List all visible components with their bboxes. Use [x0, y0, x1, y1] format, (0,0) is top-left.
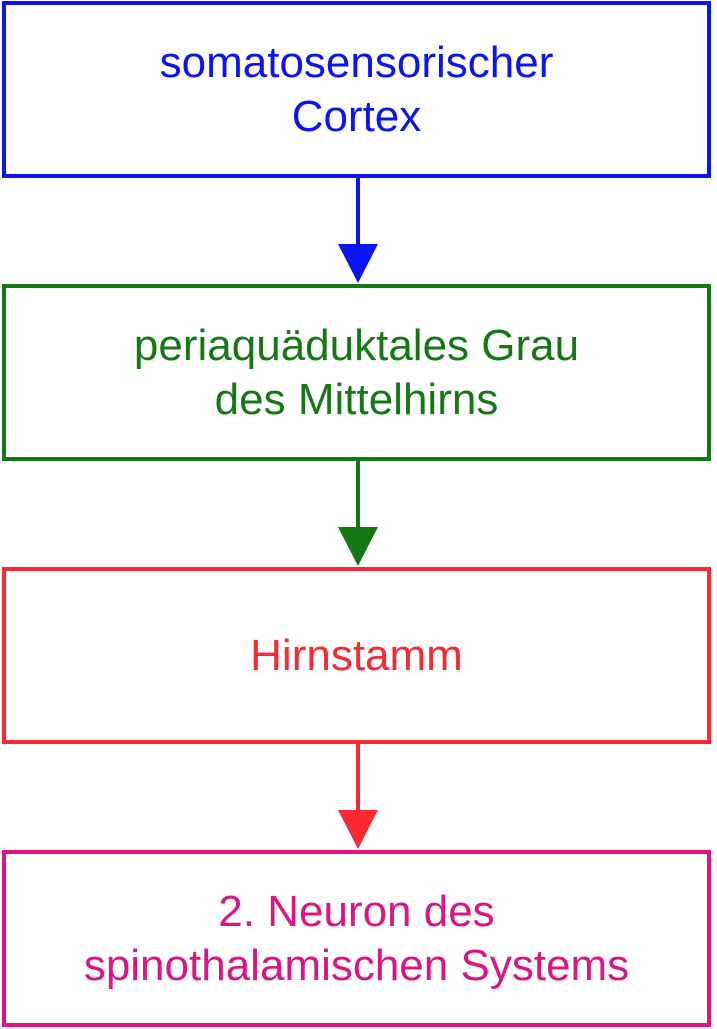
- edge-cortex-to-pag: [338, 178, 378, 283]
- node-somatosensory-cortex: somatosensorischer Cortex: [2, 1, 711, 178]
- node-periaqueductal-gray: periaquäduktales Grau des Mittelhirns: [2, 284, 711, 461]
- node-label: somatosensorischer Cortex: [160, 36, 554, 144]
- node-label-line: Cortex: [291, 91, 422, 141]
- node-label-line: somatosensorischer: [159, 37, 554, 87]
- node-label-line: des Mittelhirns: [214, 374, 499, 424]
- arrowhead-icon: [338, 527, 378, 566]
- node-label: 2. Neuron des spinothalamischen Systems: [84, 885, 629, 993]
- node-label-line: Hirnstamm: [250, 630, 463, 680]
- node-second-neuron: 2. Neuron des spinothalamischen Systems: [2, 850, 711, 1027]
- node-label: periaquäduktales Grau des Mittelhirns: [134, 319, 579, 427]
- node-label-line: spinothalamischen Systems: [83, 940, 630, 990]
- node-label-line: periaquäduktales Grau: [133, 320, 580, 370]
- edge-brainstem-to-neuron: [338, 744, 378, 849]
- edge-pag-to-brainstem: [338, 461, 378, 566]
- node-label-line: 2. Neuron des: [218, 886, 495, 936]
- arrowhead-icon: [338, 244, 378, 283]
- arrowhead-icon: [338, 810, 378, 849]
- node-brainstem: Hirnstamm: [2, 567, 711, 744]
- node-label: Hirnstamm: [250, 629, 463, 683]
